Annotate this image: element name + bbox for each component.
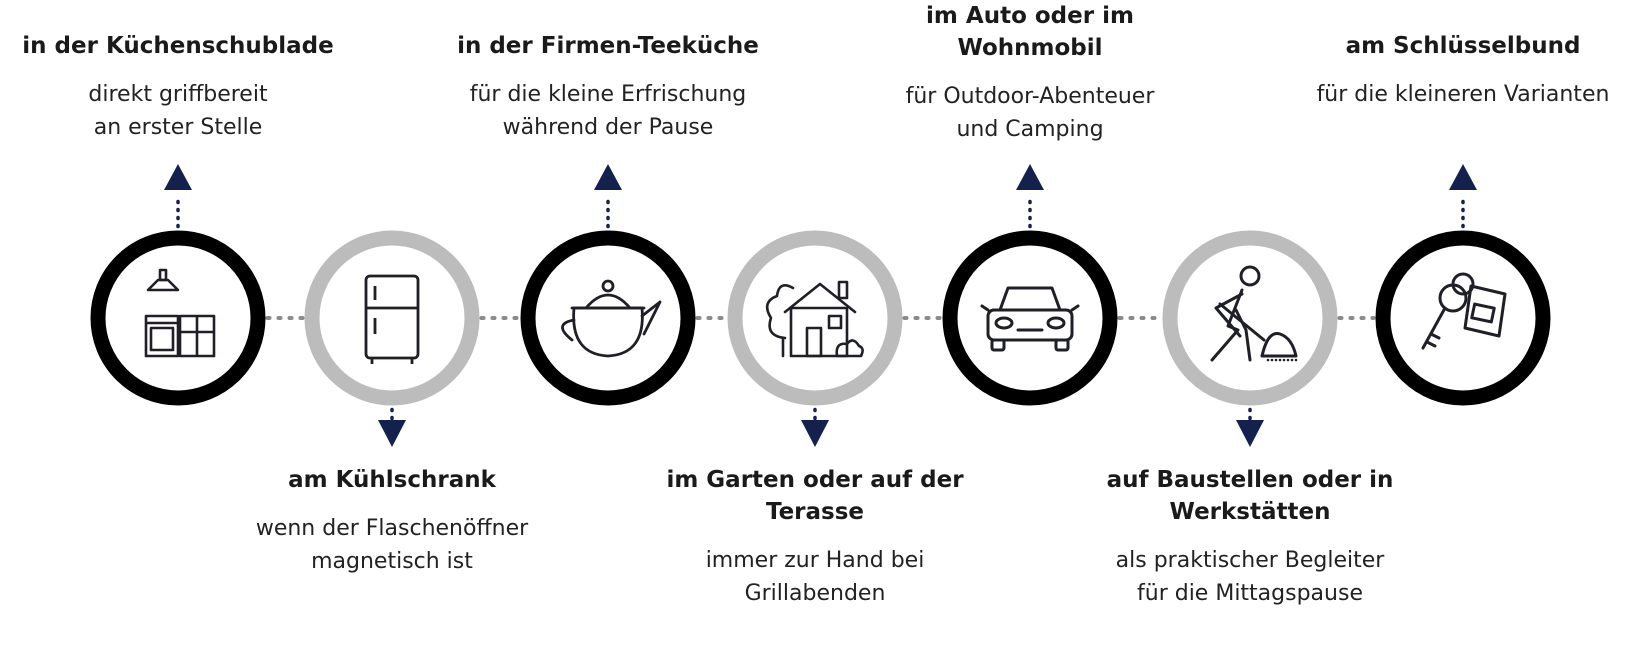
- station-circle: [1162, 230, 1338, 406]
- station-label: am Kühlschrank wenn der Flaschenöffner mag…: [222, 464, 562, 578]
- house-garden-icon: [765, 280, 864, 358]
- station-title-line: in der Firmen-Teeküche: [457, 33, 759, 59]
- station-description: für die kleine Erfrischung während der Pa…: [438, 78, 778, 144]
- station-description: für Outdoor-Abenteuer und Camping: [860, 80, 1200, 146]
- station-title: am Kühlschrank: [222, 464, 562, 496]
- station-circle: [520, 230, 696, 406]
- station-title: am Schlüsselbund: [1293, 30, 1633, 62]
- station-circle: [304, 230, 480, 406]
- arrow-down-icon: [378, 420, 406, 447]
- station-description-line: während der Pause: [502, 115, 714, 140]
- arrow-down-icon: [1236, 420, 1264, 447]
- arrow-down-icon: [801, 420, 829, 447]
- station-label: auf Baustellen oder in Werkstätten als pra…: [1080, 464, 1420, 610]
- station-circle: [727, 230, 903, 406]
- station-description: wenn der Flaschenöffner magnetisch ist: [222, 512, 562, 578]
- station-title-line: Werkstätten: [1169, 499, 1331, 525]
- arrow-up-icon: [164, 164, 192, 190]
- station-title: im Auto oder im Wohnmobil: [860, 0, 1200, 64]
- station-circle: [1375, 230, 1551, 406]
- station-title-line: Terasse: [765, 499, 865, 525]
- station-description: für die kleineren Varianten: [1293, 78, 1633, 111]
- station-label: im Auto oder im Wohnmobil für Outdoor-Aben…: [860, 0, 1200, 146]
- arrow-up-icon: [1016, 164, 1044, 190]
- station-description-line: magnetisch ist: [311, 549, 473, 574]
- station-label: am Schlüsselbund für die kleineren Varian…: [1293, 30, 1633, 111]
- construction-worker-icon: [1210, 265, 1298, 362]
- station-description-line: Grillabenden: [744, 581, 886, 606]
- station-label: in der Firmen-Teeküche für die kleine Erf…: [438, 30, 778, 144]
- station-description-line: für die kleineren Varianten: [1316, 82, 1610, 107]
- teapot-icon: [561, 279, 662, 358]
- station-title: in der Firmen-Teeküche: [438, 30, 778, 62]
- station-title-line: in der Küchenschublade: [22, 33, 334, 59]
- station-description-line: für die Mittagspause: [1137, 581, 1363, 606]
- station-description-line: immer zur Hand bei: [705, 548, 925, 573]
- station-description: direkt griffbereit an erster Stelle: [8, 78, 348, 144]
- car-icon: [980, 286, 1080, 352]
- arrow-up-icon: [594, 164, 622, 190]
- station-circle: [942, 230, 1118, 406]
- kitchen-icon: [144, 268, 216, 358]
- station-description-line: für Outdoor-Abenteuer: [905, 84, 1155, 109]
- station-title-line: im Auto oder im: [926, 3, 1134, 29]
- station-title: auf Baustellen oder in Werkstätten: [1080, 464, 1420, 528]
- arrow-up-icon: [1449, 164, 1477, 190]
- station-description-line: an erster Stelle: [93, 115, 263, 140]
- station-title: in der Küchenschublade: [8, 30, 348, 62]
- station-title-line: Wohnmobil: [957, 35, 1103, 61]
- fridge-icon: [364, 274, 420, 364]
- station-title-line: am Schlüsselbund: [1345, 33, 1581, 59]
- station-description-line: für die kleine Erfrischung: [469, 82, 747, 107]
- keychain-icon: [1421, 272, 1507, 350]
- station-description-line: und Camping: [956, 117, 1104, 142]
- station-description-line: wenn der Flaschenöffner: [255, 516, 529, 541]
- station-description-line: als praktischer Begleiter: [1115, 548, 1385, 573]
- station-label: in der Küchenschublade direkt griffbereit…: [8, 30, 348, 144]
- station-title-line: im Garten oder auf der: [666, 467, 964, 493]
- station-description-line: direkt griffbereit: [88, 82, 268, 107]
- station-description: als praktischer Begleiter für die Mittags…: [1080, 544, 1420, 610]
- station-title-line: am Kühlschrank: [288, 467, 496, 493]
- station-title-line: auf Baustellen oder in: [1106, 467, 1394, 493]
